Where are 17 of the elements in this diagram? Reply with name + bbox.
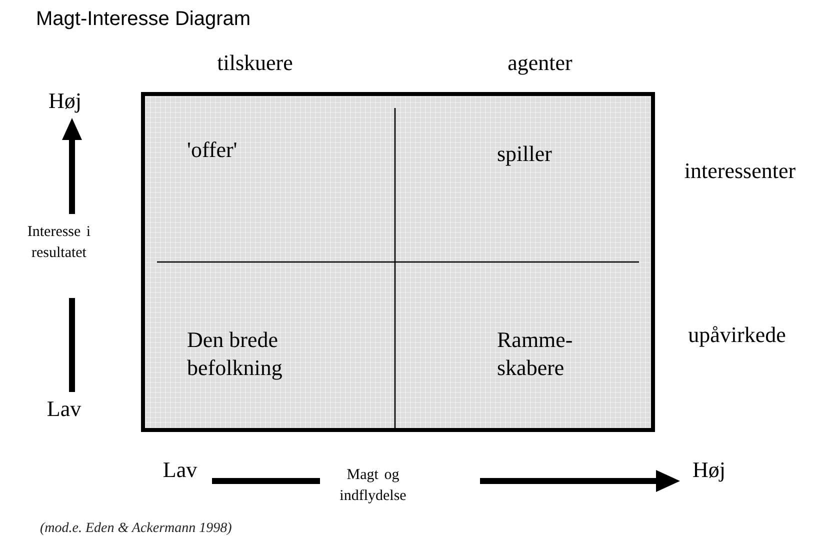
quadrant-label: Ramme- skabere [497, 326, 607, 382]
axis-label: Magt og indflydelse [338, 466, 408, 506]
axis-label: Lav [162, 457, 198, 483]
source-caption: (mod.e. Eden & Ackermann 1998) [40, 521, 232, 537]
axis-label: Høj [48, 88, 82, 114]
axis-label: interessenter [683, 158, 797, 184]
axis-label: tilskuere [216, 50, 294, 76]
matrix-box [141, 92, 655, 432]
axis-label: agenter [506, 50, 574, 76]
axis-label: Lav [46, 396, 82, 422]
quadrant-label: Den brede befolkning [187, 326, 327, 382]
quadrant-label: spiller [497, 140, 552, 168]
axis-label: upåvirkede [687, 322, 787, 348]
diagram-title: Magt-Interesse Diagram [36, 8, 251, 31]
axis-label: Høj [692, 457, 726, 483]
axis-label: Interesse i resultatet [26, 223, 92, 263]
quadrant-label: 'offer' [187, 136, 238, 164]
